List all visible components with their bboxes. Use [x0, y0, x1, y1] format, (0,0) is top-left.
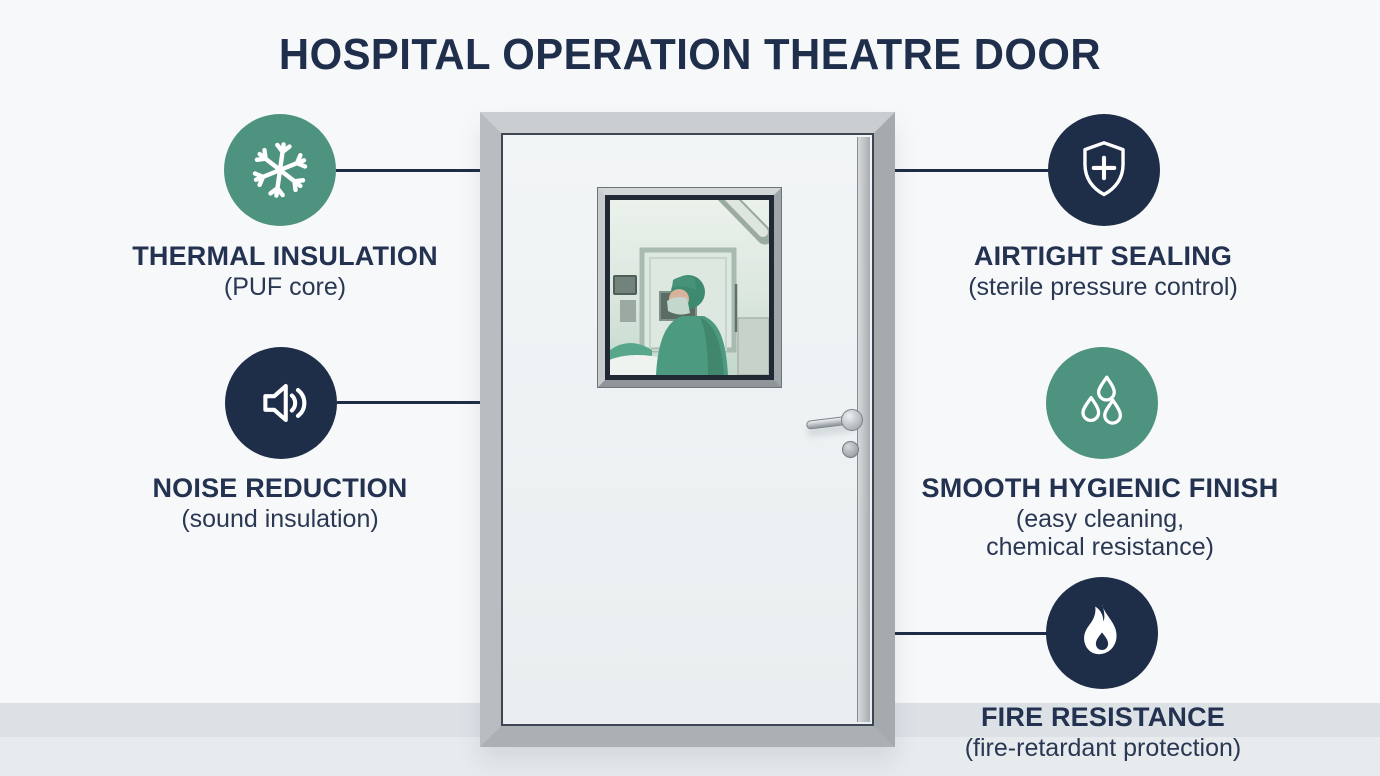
flame-icon: [1046, 577, 1158, 689]
water-drops-icon: [1046, 347, 1158, 459]
feature-title: THERMAL INSULATION: [132, 241, 438, 271]
feature-subtitle: (PUF core): [223, 273, 347, 301]
door-vision-window: [597, 187, 782, 388]
door-handle-rose: [841, 409, 863, 431]
window-photo: [610, 200, 769, 375]
connector-line-thermal: [336, 169, 482, 172]
feature-subtitle-line2: chemical resistance): [986, 533, 1214, 561]
feature-thermal-insulation: THERMAL INSULATION (PUF core): [95, 240, 475, 301]
feature-title: NOISE REDUCTION: [152, 473, 408, 503]
feature-title: AIRTIGHT SEALING: [973, 241, 1233, 271]
feature-subtitle-line1: (easy cleaning,: [1015, 505, 1185, 533]
lock-cylinder: [842, 441, 859, 458]
feature-subtitle: (sterile pressure control): [968, 273, 1238, 301]
feature-fire-resistance: FIRE RESISTANCE (fire-retardant protecti…: [903, 701, 1303, 762]
connector-line-airtight: [893, 169, 1049, 172]
page-title: HOSPITAL OPERATION THEATRE DOOR: [278, 30, 1102, 79]
window-inner-frame: [605, 195, 774, 380]
feature-noise-reduction: NOISE REDUCTION (sound insulation): [90, 472, 470, 533]
feature-subtitle: (sound insulation): [181, 505, 379, 533]
door-edge-strip: [857, 137, 870, 722]
connector-line-fire: [893, 632, 1047, 635]
feature-subtitle: (fire-retardant protection): [964, 734, 1242, 762]
shield-plus-icon: [1048, 114, 1160, 226]
feature-title: FIRE RESISTANCE: [980, 702, 1226, 732]
feature-smooth-hygienic-finish: SMOOTH HYGIENIC FINISH (easy cleaning, c…: [900, 472, 1300, 561]
feature-title: SMOOTH HYGIENIC FINISH: [921, 473, 1279, 503]
snowflake-icon: [224, 114, 336, 226]
operation-theatre-scene: [610, 200, 769, 375]
speaker-icon: [225, 347, 337, 459]
feature-airtight-sealing: AIRTIGHT SEALING (sterile pressure contr…: [903, 240, 1303, 301]
connector-line-noise: [337, 401, 482, 404]
